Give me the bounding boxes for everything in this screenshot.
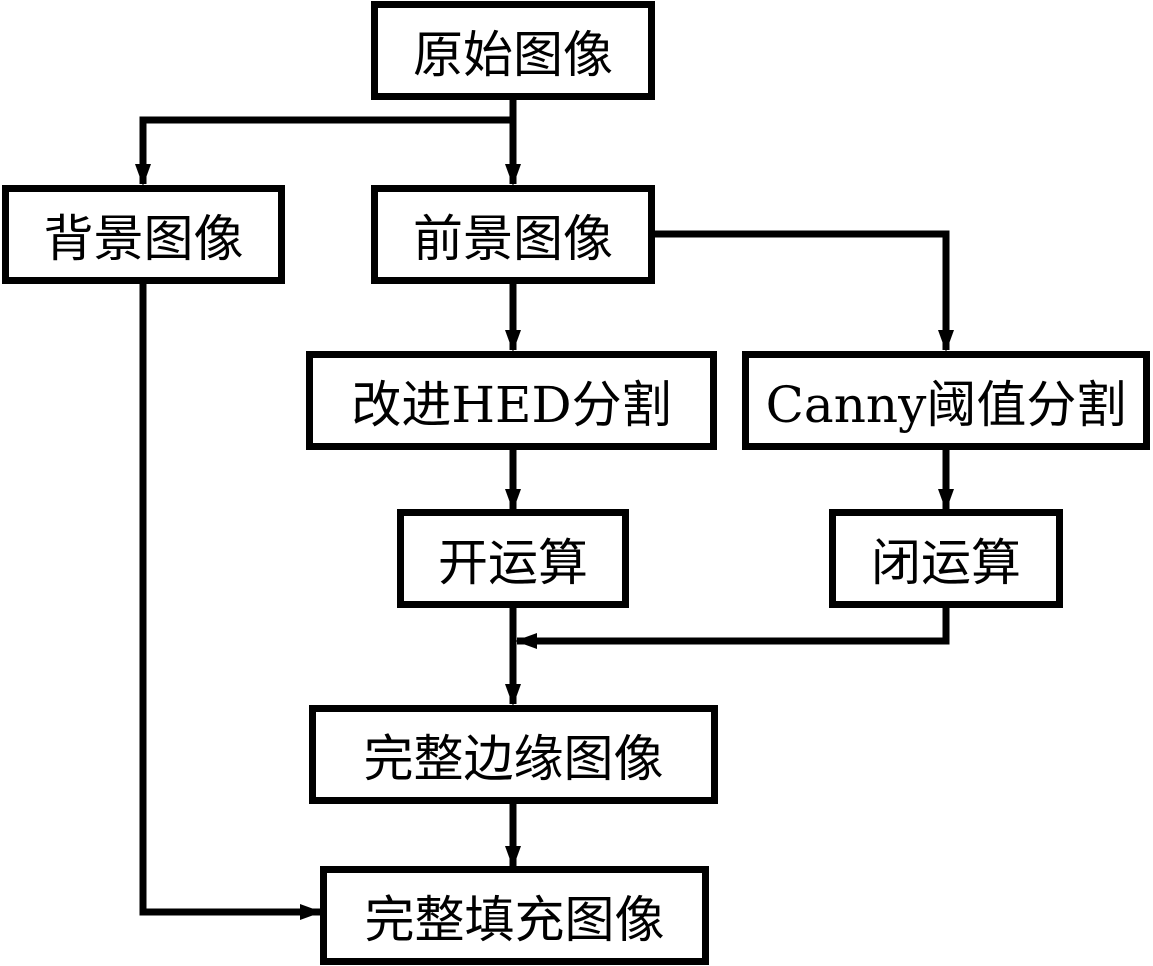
node-canny-threshold-segmentation: Canny阈值分割 — [742, 351, 1150, 450]
node-opening-operation: 开运算 — [397, 509, 629, 608]
edge-original-background — [135, 116, 513, 186]
node-foreground-image: 前景图像 — [371, 185, 655, 284]
node-closing-operation: 闭运算 — [829, 509, 1063, 608]
node-complete-edge-image: 完整边缘图像 — [309, 705, 718, 804]
edge-closing-fulledge — [515, 607, 950, 649]
node-original-image: 原始图像 — [371, 1, 655, 100]
node-improved-hed-segmentation: 改进HED分割 — [306, 351, 717, 450]
node-complete-filled-image: 完整填充图像 — [320, 866, 709, 965]
edge-background-fullfill — [139, 282, 322, 920]
edge-foreground-canny — [653, 230, 954, 352]
node-background-image: 背景图像 — [2, 185, 285, 284]
